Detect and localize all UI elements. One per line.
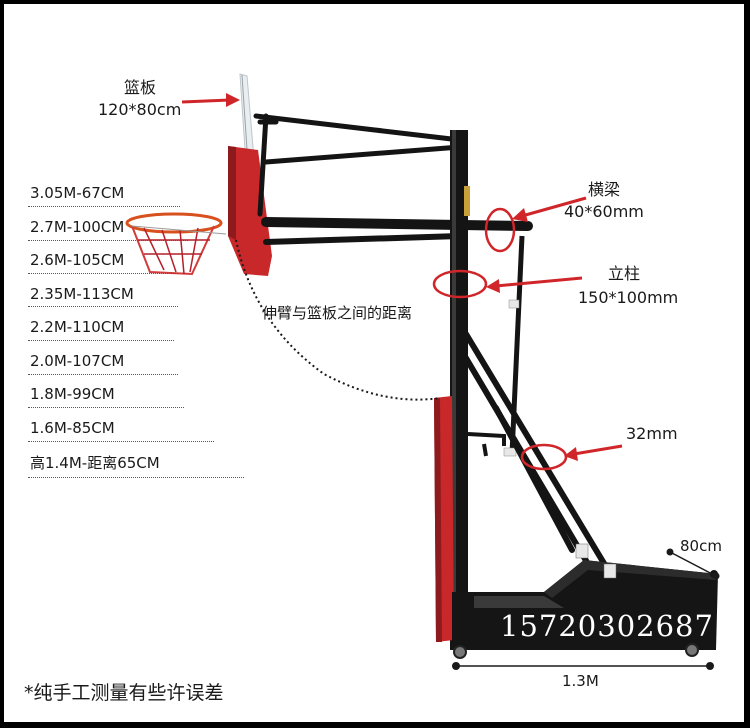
- hoop-rim-and-net: [125, 212, 227, 276]
- spec-item: 2.35M-113CM: [30, 285, 134, 303]
- spec-divider: [28, 374, 178, 375]
- column-size-label: 150*100mm: [578, 288, 679, 307]
- spec-divider: [28, 206, 180, 207]
- phone-number: 15720302687: [500, 609, 714, 643]
- base-length-label: 1.3M: [562, 672, 599, 690]
- spec-item: 1.8M-99CM: [30, 385, 115, 403]
- product-image: 篮板 120*80cm 横梁 40*60mm 立柱 150*100mm 伸臂与篮…: [4, 4, 744, 722]
- spec-item: 2.6M-105CM: [30, 251, 125, 269]
- column-name-label: 立柱: [608, 264, 641, 283]
- base-width-label: 80cm: [680, 537, 722, 555]
- spec-item: 2.0M-107CM: [30, 352, 125, 370]
- circle-marker-icon: [432, 207, 568, 471]
- spec-divider: [28, 273, 178, 274]
- basketball-stand-illustration: [125, 73, 720, 670]
- arrow-icon: [181, 93, 623, 461]
- extension-arms: [253, 113, 533, 245]
- backboard-size-label: 120*80cm: [98, 100, 182, 119]
- spec-item: 高1.4M-距离65CM: [30, 454, 160, 472]
- disclaimer-text: *纯手工测量有些许误差: [24, 682, 224, 704]
- dimension-lines: [235, 239, 720, 670]
- spec-divider: [28, 340, 174, 341]
- tube-size-label: 32mm: [626, 424, 678, 443]
- spec-divider: [28, 477, 244, 478]
- spec-item: 1.6M-85CM: [30, 419, 115, 437]
- spec-divider: [28, 306, 178, 307]
- spec-item: 2.2M-110CM: [30, 318, 125, 336]
- spec-item: 3.05M-67CM: [30, 184, 125, 202]
- spec-item: 2.7M-100CM: [30, 218, 125, 236]
- beam-size-label: 40*60mm: [564, 202, 644, 221]
- spec-divider: [28, 240, 188, 241]
- diagonal-braces: [457, 331, 611, 573]
- spec-divider: [28, 441, 214, 442]
- backboard: [228, 73, 272, 276]
- arm-distance-label: 伸臂与篮板之间的距离: [262, 304, 413, 322]
- backboard-name-label: 篮板: [124, 78, 157, 97]
- main-column: [434, 130, 470, 650]
- beam-name-label: 横梁: [588, 180, 621, 199]
- base: [452, 543, 718, 659]
- spec-divider: [28, 407, 184, 408]
